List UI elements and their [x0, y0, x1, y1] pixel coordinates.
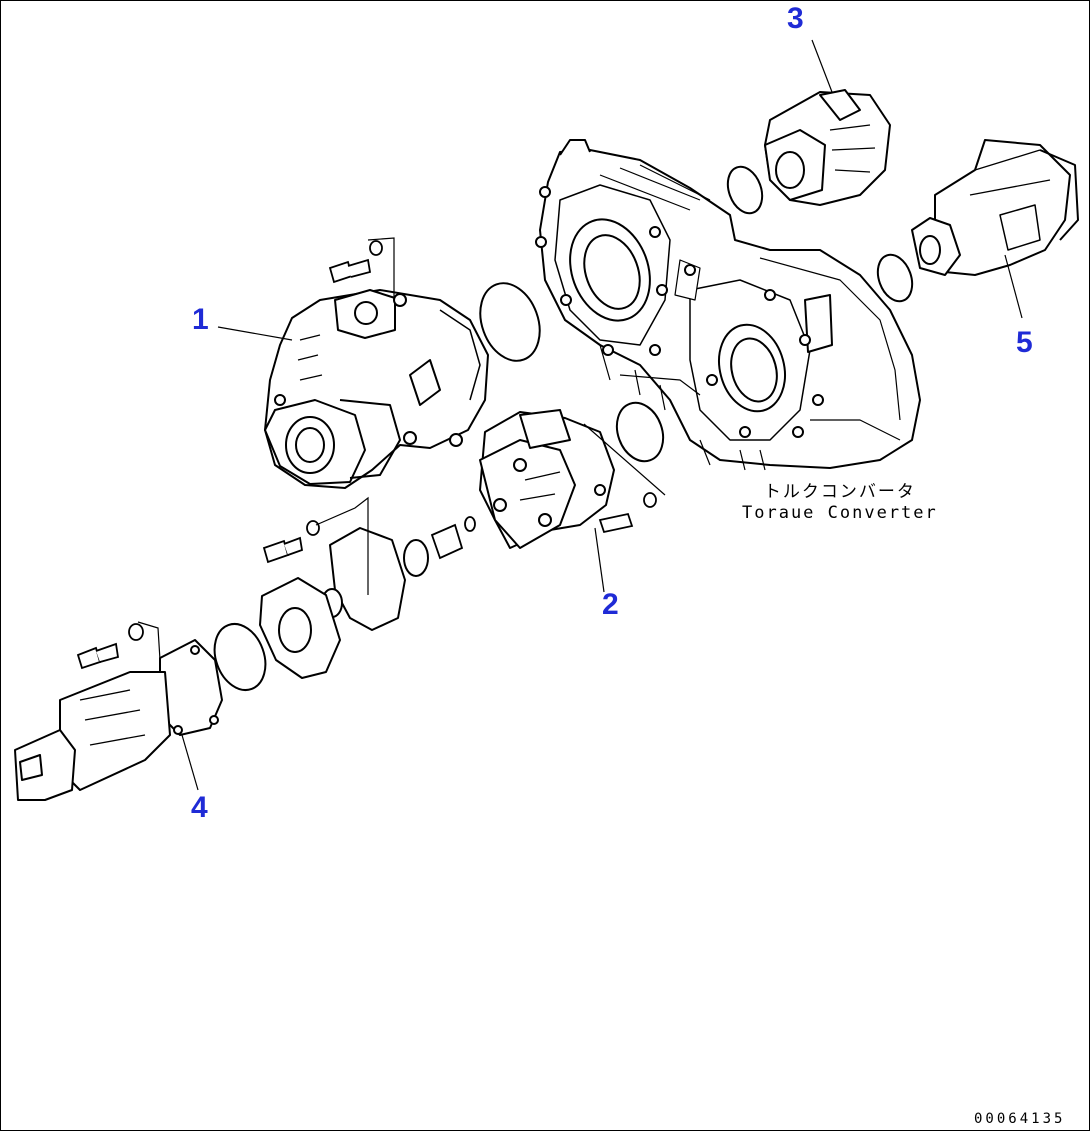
callout-2[interactable]: 2	[602, 588, 619, 621]
drawing-number: 00064135	[974, 1111, 1066, 1127]
motor-4	[14, 639, 223, 801]
o-ring-pump-2	[615, 401, 665, 463]
o-ring-main-pump	[479, 282, 541, 362]
o-ring-pump-5	[876, 253, 914, 303]
shaft-parts-pump-2	[430, 423, 666, 560]
callout-3[interactable]: 3	[787, 2, 804, 35]
bolt-pump-1	[328, 237, 395, 300]
callout-1[interactable]: 1	[192, 303, 209, 336]
pump-1	[264, 289, 489, 489]
bolt-adapter	[262, 496, 369, 595]
pump-2	[479, 409, 615, 549]
o-ring-motor-4	[213, 623, 267, 691]
leader-2	[594, 527, 605, 593]
callout-5[interactable]: 5	[1016, 326, 1033, 359]
pump-3	[764, 89, 891, 206]
pump-5	[911, 139, 1079, 276]
leader-3	[811, 39, 833, 93]
bolt-motor-4	[76, 621, 161, 670]
o-ring-pump-3	[726, 165, 764, 215]
torque-converter-housing	[535, 139, 921, 471]
torque-converter-label-en: Toraue Converter	[742, 503, 938, 524]
leader-4	[181, 734, 199, 791]
leader-lines	[181, 39, 1023, 791]
torque-converter-label-jp: トルクコンバータ	[763, 482, 916, 502]
leader-5	[1004, 254, 1023, 319]
callout-4[interactable]: 4	[191, 791, 208, 824]
leader-1	[217, 326, 293, 341]
torque-converter-label: トルクコンバータ Toraue Converter	[742, 482, 938, 525]
